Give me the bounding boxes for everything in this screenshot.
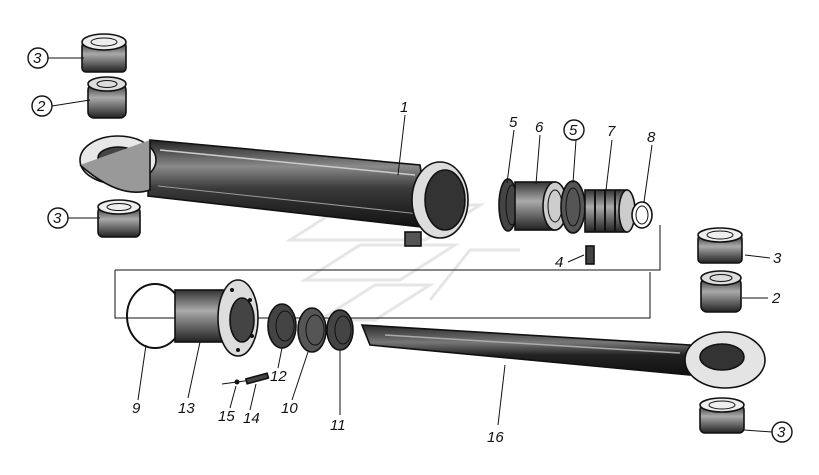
part-16-piston-rod [360, 324, 766, 389]
part-3-bushing-right-bottom [699, 397, 745, 434]
label-3-right-bottom: 3 [777, 424, 786, 441]
label-2-top-left: 2 [36, 98, 46, 115]
label-15: 15 [218, 408, 235, 425]
part-11-wiper [326, 309, 354, 351]
label-circles [27, 47, 793, 443]
leader-lines [48, 57, 773, 433]
label-12: 12 [270, 368, 287, 385]
assembly-lines [114, 225, 661, 319]
label-5-left: 5 [509, 114, 518, 131]
label-7: 7 [607, 123, 616, 140]
label-6: 6 [535, 119, 544, 136]
label-1: 1 [400, 99, 408, 116]
part-12-seal [267, 303, 297, 349]
label-14: 14 [243, 410, 260, 427]
part-7-piston-grooved [584, 189, 636, 233]
part-10-ring [297, 307, 327, 353]
label-16: 16 [487, 429, 504, 446]
part-8-ring [631, 201, 653, 229]
part-2-bearing-right [700, 270, 742, 313]
label-3-right-top: 3 [773, 250, 782, 267]
label-3-lower-left: 3 [53, 210, 62, 227]
part-2-bearing-top-left [87, 76, 127, 119]
label-5-right: 5 [569, 122, 578, 139]
label-2-right: 2 [771, 290, 781, 307]
part-1-cylinder-barrel [79, 135, 469, 247]
label-3-top-left: 3 [33, 50, 42, 67]
label-13: 13 [178, 400, 195, 417]
part-5-seal-ring-right [560, 180, 586, 234]
label-4: 4 [555, 254, 563, 271]
label-8: 8 [647, 129, 656, 146]
part-labels: 3 2 3 1 5 6 5 7 8 4 3 2 3 9 13 15 14 12 … [33, 50, 786, 446]
label-10: 10 [281, 400, 298, 417]
part-4-screw [585, 245, 595, 265]
part-13-gland [174, 279, 259, 357]
label-9: 9 [132, 400, 141, 417]
part-14-bolt [244, 372, 270, 385]
part-3-bushing-lower-left [97, 199, 141, 238]
part-3-bushing-top-left [81, 33, 127, 73]
label-11: 11 [330, 417, 346, 434]
part-3-bushing-right-top [697, 227, 743, 264]
part-6-piston [514, 181, 568, 231]
